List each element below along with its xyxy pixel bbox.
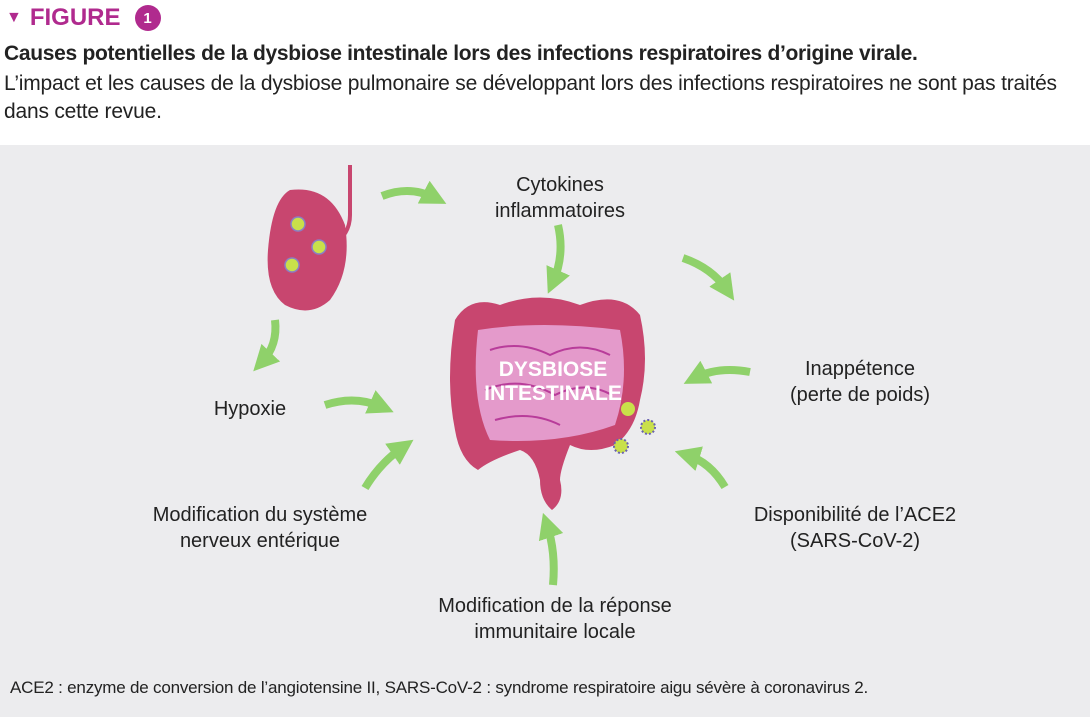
center-label-line2: INTESTINALE bbox=[484, 382, 622, 405]
arrow-inappetence bbox=[683, 360, 751, 384]
label-line: Modification du système bbox=[152, 504, 368, 526]
arrow-top-right bbox=[681, 254, 735, 301]
arrow-nervous bbox=[361, 439, 414, 491]
arrow-immune bbox=[538, 512, 564, 586]
label-line: Cytokines bbox=[516, 174, 604, 196]
intestine-icon bbox=[450, 297, 656, 510]
label-inappetence: Inappétence (perte de poids) bbox=[760, 356, 960, 408]
center-label: DYSBIOSE INTESTINALE bbox=[458, 358, 648, 406]
label-line: Disponibilité de l’ACE2 bbox=[753, 504, 957, 526]
label-line: Modification de la réponse bbox=[438, 595, 672, 617]
label-line: Hypoxie bbox=[213, 398, 287, 420]
label-nervous: Modification du système nerveux entériqu… bbox=[120, 502, 400, 554]
label-hypoxia: Hypoxie bbox=[200, 396, 300, 422]
label-line: (perte de poids) bbox=[789, 384, 931, 406]
figure-label: ▼ FIGURE 1 bbox=[6, 4, 161, 32]
label-line: inflammatoires bbox=[494, 200, 626, 222]
label-line: immunitaire locale bbox=[474, 621, 636, 643]
center-label-line1: DYSBIOSE bbox=[498, 358, 608, 381]
figure-title: Causes potentielles de la dysbiose intes… bbox=[4, 42, 918, 65]
label-line: (SARS-CoV-2) bbox=[789, 530, 921, 552]
label-cytokines: Cytokines inflammatoires bbox=[470, 172, 650, 224]
footnote: ACE2 : enzyme de conversion de l’angiote… bbox=[10, 678, 869, 697]
label-line: Inappétence bbox=[804, 358, 916, 380]
label-immune: Modification de la réponse immunitaire l… bbox=[400, 593, 710, 645]
figure-number-badge: 1 bbox=[134, 5, 161, 31]
label-ace2: Disponibilité de l’ACE2 (SARS-CoV-2) bbox=[730, 502, 980, 554]
label-line: nerveux entérique bbox=[179, 530, 341, 552]
figure-subtitle: L’impact et les causes de la dysbiose pu… bbox=[4, 72, 1057, 123]
arrow-lung-to-hypoxia bbox=[253, 319, 281, 372]
lung-icon bbox=[267, 165, 352, 311]
figure-label-text: FIGURE bbox=[29, 4, 121, 31]
arrow-cytokines bbox=[546, 224, 570, 294]
arrow-hypoxia bbox=[323, 390, 394, 414]
triangle-down-icon: ▼ bbox=[6, 9, 22, 26]
arrow-lung-to-cytokines bbox=[380, 180, 447, 204]
arrow-ace2 bbox=[674, 446, 729, 490]
